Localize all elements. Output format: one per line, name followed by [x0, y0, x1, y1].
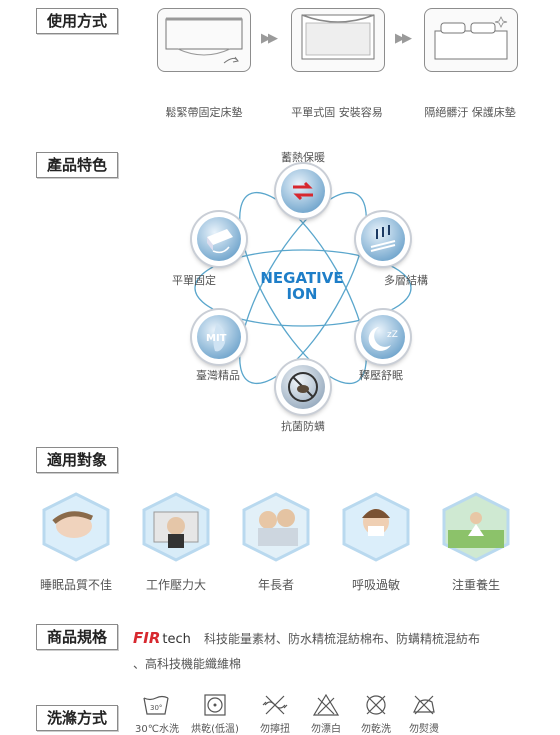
svg-text:zZ: zZ: [387, 330, 398, 340]
wash-temp-text: 30°: [150, 704, 162, 712]
target-label-5: 注重養生: [451, 578, 501, 592]
sleep-moon-icon: zZ: [356, 310, 410, 364]
target-label-3: 年長者: [257, 578, 295, 592]
negative-ion-logo: NEGATIVE ION: [254, 270, 350, 302]
target-3-photo: [242, 492, 310, 562]
ion-text: ION: [286, 285, 318, 303]
wash-30-icon: 30°: [143, 695, 169, 715]
negative-text: NEGATIVE: [260, 269, 344, 287]
tumble-dry-low-icon: [204, 694, 226, 716]
flat-sheet-illustration: [301, 14, 375, 60]
usage-step-2-caption: 平單式固 安裝容易: [291, 106, 383, 119]
feature-label-sleep: 釋壓舒眠: [359, 369, 403, 382]
protected-bed-illustration: [434, 16, 508, 60]
spec-materials-line1: 科技能量素材、防水精梳混紡棉布、防螨精梳混紡布: [204, 632, 481, 646]
usage-step-1-image: [157, 8, 251, 72]
mattress-elastic-illustration: [165, 17, 243, 64]
target-label-2: 工作壓力大: [145, 578, 207, 592]
feature-label-heat: 蓄熱保暖: [281, 151, 325, 164]
target-1-photo: [42, 492, 110, 562]
target-2-photo: [142, 492, 210, 562]
features-section-title: 產品特色: [36, 152, 119, 178]
wash-label-4: 勿漂白: [311, 724, 341, 735]
specs-section-title: 商品規格: [36, 624, 119, 650]
features-orbit-lines: [194, 191, 412, 385]
washing-section-title: 洗滌方式: [36, 705, 119, 731]
usage-step-3-image: [424, 8, 518, 72]
no-mite-icon: [276, 360, 330, 414]
usage-step-2-image: [291, 8, 385, 72]
target-label-1: 睡眠品質不佳: [39, 578, 113, 592]
wash-label-6: 勿熨燙: [409, 724, 439, 735]
layers-icon: [356, 212, 410, 266]
flat-sheet-icon: [192, 212, 246, 266]
targets-section-title: 適用對象: [36, 447, 119, 473]
step-arrow-icon: ▶▶: [395, 31, 412, 46]
mit-taiwan-icon: MIT: [192, 310, 246, 364]
heat-icon: [276, 164, 330, 218]
spec-materials-line2: 、高科技機能纖維棉: [133, 657, 242, 671]
feature-label-antimite: 抗菌防螨: [281, 420, 325, 433]
do-not-dry-clean-icon: [366, 695, 386, 715]
wash-label-1: 30℃水洗: [135, 724, 179, 735]
do-not-iron-icon: [413, 695, 435, 715]
svg-text:MIT: MIT: [206, 333, 227, 344]
tech-logo-text: tech: [162, 632, 191, 647]
usage-section-title: 使用方式: [36, 8, 119, 34]
target-5-photo: [442, 492, 510, 562]
feature-label-flat: 平單固定: [172, 274, 216, 287]
usage-step-3-caption: 隔絕髒汙 保護床墊: [424, 106, 516, 119]
usage-step-1-caption: 鬆緊帶固定床墊: [165, 106, 243, 119]
target-label-4: 呼吸過敏: [351, 578, 401, 592]
step-arrow-icon: ▶▶: [261, 31, 278, 46]
do-not-bleach-icon: [313, 694, 339, 716]
feature-label-mit: 臺灣精品: [196, 369, 240, 382]
wash-label-2: 烘乾(低溫): [191, 724, 239, 735]
fir-logo-text: FIR: [133, 629, 161, 647]
target-4-photo: [342, 492, 410, 562]
do-not-wring-icon: [262, 695, 288, 715]
wash-label-3: 勿擰扭: [260, 724, 290, 735]
feature-label-layers: 多層結構: [384, 274, 428, 287]
wash-label-5: 勿乾洗: [361, 724, 391, 735]
